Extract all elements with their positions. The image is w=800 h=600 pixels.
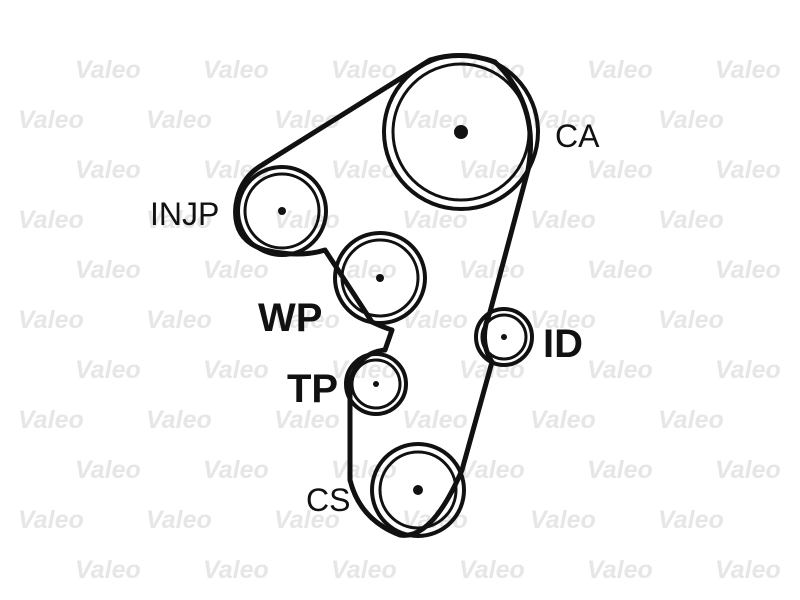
watermark-text: Valeo [587,56,653,84]
watermark-text: Valeo [203,456,269,484]
hub-dot [413,485,423,495]
watermark-text: Valeo [203,56,269,84]
label-tp: TP [287,367,338,411]
watermark-text: Valeo [530,206,596,234]
watermark-text: Valeo [587,156,653,184]
label-id: ID [543,322,583,366]
pulley-cs [370,442,466,538]
label-ca: CA [555,118,600,154]
watermark-text: Valeo [146,506,212,534]
watermark-text: Valeo [75,356,141,384]
watermark-text: Valeo [658,406,724,434]
watermark-text: Valeo [75,256,141,284]
watermark-text: Valeo [331,556,397,584]
watermark-text: Valeo [715,556,781,584]
watermark-text: Valeo [587,556,653,584]
watermark-text: Valeo [587,456,653,484]
watermark-text: Valeo [274,306,340,334]
pulley-ca [382,53,540,211]
watermark-text: Valeo [18,506,84,534]
watermark-text: Valeo [75,556,141,584]
watermark-text: Valeo [715,456,781,484]
watermark-text: Valeo [75,156,141,184]
watermark-text: Valeo [75,56,141,84]
label-injp: INJP [150,196,219,232]
watermark-text: Valeo [459,256,525,284]
watermark-text: Valeo [715,56,781,84]
watermark-text: Valeo [203,256,269,284]
watermark-text: Valeo [715,256,781,284]
watermark-text: Valeo [146,406,212,434]
pulley-tp [344,352,408,416]
watermark-text: Valeo [146,306,212,334]
watermark-text: Valeo [18,406,84,434]
watermark-text: Valeo [203,356,269,384]
watermark-text: Valeo [459,456,525,484]
watermark-text: Valeo [459,556,525,584]
watermark-text: Valeo [530,306,596,334]
watermark-text: Valeo [331,156,397,184]
watermark-text: Valeo [658,206,724,234]
watermark-text: Valeo [715,356,781,384]
hub-dot [373,381,379,387]
label-wp: WP [258,296,322,340]
hub-dot [278,207,286,215]
watermark-text: Valeo [658,106,724,134]
watermark-text: Valeo [18,106,84,134]
watermark-text: Valeo [18,206,84,234]
watermark-text: Valeo [274,406,340,434]
watermark-text: Valeo [587,356,653,384]
hub-dot [454,125,468,139]
watermark-text: Valeo [587,256,653,284]
pulley-id [474,307,534,367]
watermark-text: Valeo [146,106,212,134]
watermark-text: Valeo [530,406,596,434]
hub-dot [376,274,384,282]
pulley-wp [333,231,427,325]
watermark-text: Valeo [274,106,340,134]
watermark-text: Valeo [658,506,724,534]
hub-dot [501,334,507,340]
pulley-injp [236,165,328,257]
watermark-text: Valeo [18,306,84,334]
watermark-text: Valeo [715,156,781,184]
watermark-text: Valeo [274,506,340,534]
watermark-text: Valeo [530,106,596,134]
watermark-text: Valeo [530,506,596,534]
watermark-text: Valeo [75,456,141,484]
watermark-text: Valeo [658,306,724,334]
watermark-text: Valeo [203,556,269,584]
label-cs: CS [306,482,350,518]
watermark-text: Valeo [146,206,212,234]
watermark-text: Valeo [331,56,397,84]
watermark-text: Valeo [402,406,468,434]
watermark-text: Valeo [459,156,525,184]
